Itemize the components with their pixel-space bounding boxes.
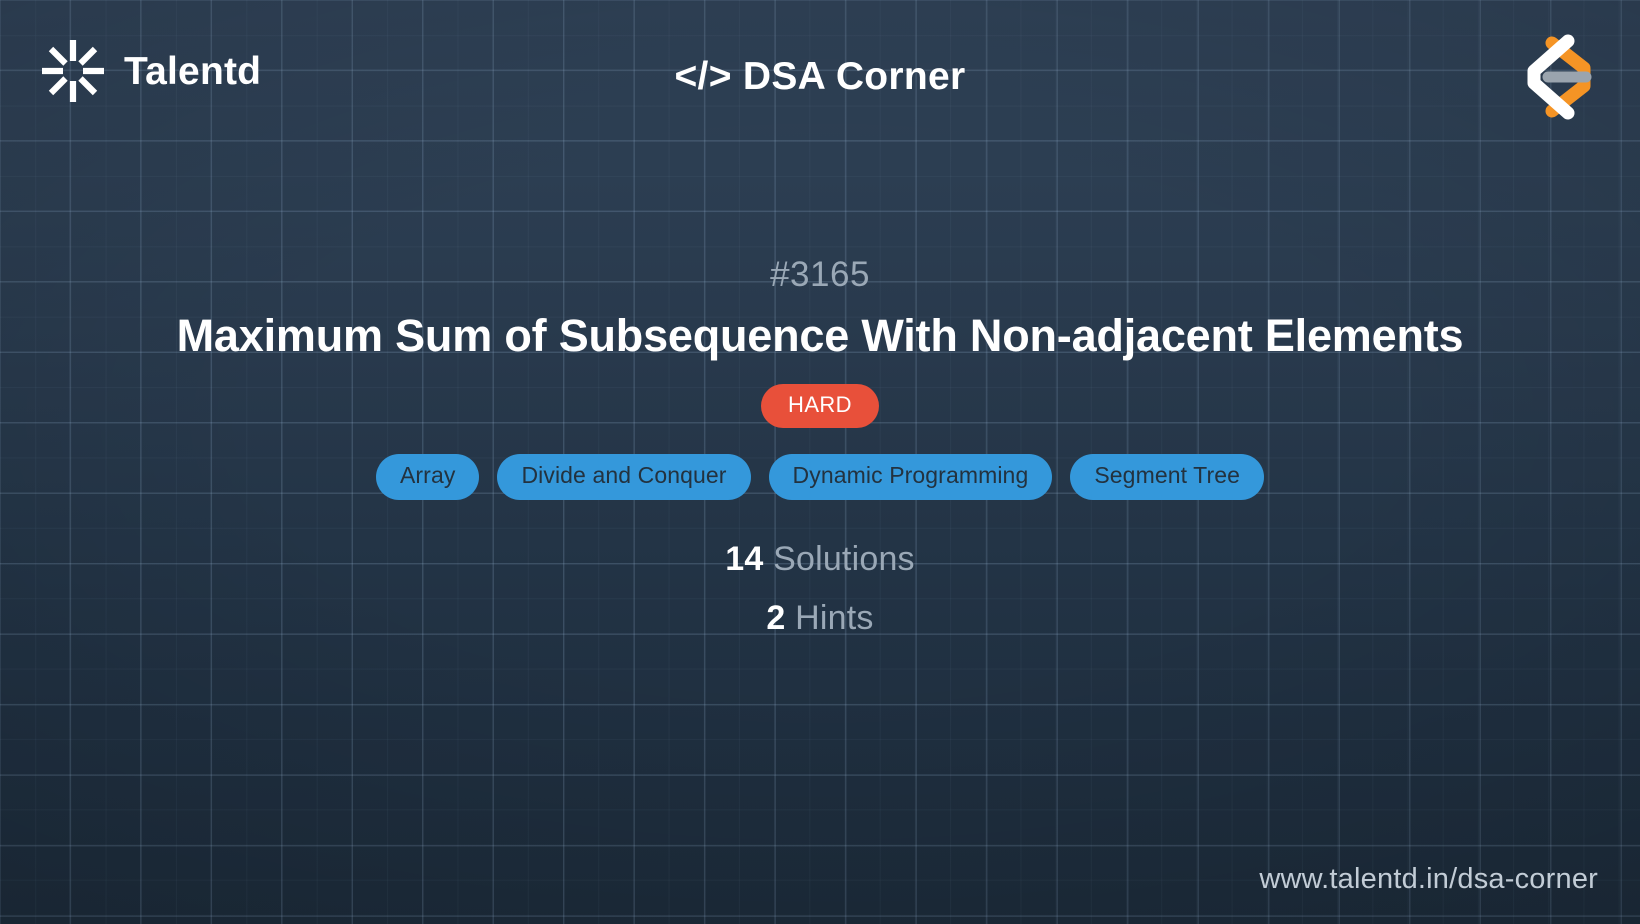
talentd-chevron-logo-icon	[1504, 25, 1608, 129]
stat-label: Hints	[785, 599, 874, 638]
topic-tag[interactable]: Segment Tree	[1070, 454, 1265, 501]
difficulty-row: HARD	[0, 384, 1640, 429]
tag-list: Array Divide and Conquer Dynamic Programmi…	[0, 454, 1640, 501]
problem-card: #3165 Maximum Sum of Subsequence With No…	[0, 255, 1640, 658]
brand-name-label: Talentd	[124, 49, 262, 93]
stat-count: 14	[725, 540, 764, 579]
stat-row: 14 Solutions	[0, 540, 1640, 579]
topic-tag[interactable]: Divide and Conquer	[497, 454, 751, 501]
asterisk-starburst-icon	[40, 38, 106, 104]
stat-row: 2 Hints	[0, 599, 1640, 638]
header-bar: Talentd </> DSA Corner	[0, 0, 1640, 155]
stats-list: 14 Solutions 2 Hints	[0, 540, 1640, 638]
stat-label: Solutions	[763, 540, 915, 579]
difficulty-badge: HARD	[761, 384, 879, 429]
problem-title: Maximum Sum of Subsequence With Non-adja…	[176, 310, 1464, 361]
page-title: </> DSA Corner	[674, 55, 966, 98]
problem-number: #3165	[770, 255, 870, 294]
topic-tag[interactable]: Array	[375, 454, 480, 501]
stat-count: 2	[766, 599, 786, 638]
topic-tag[interactable]: Dynamic Programming	[768, 454, 1053, 501]
brand-logo-group[interactable]: Talentd	[40, 38, 261, 104]
footer-url: www.talentd.in/dsa-corner	[1259, 863, 1598, 895]
